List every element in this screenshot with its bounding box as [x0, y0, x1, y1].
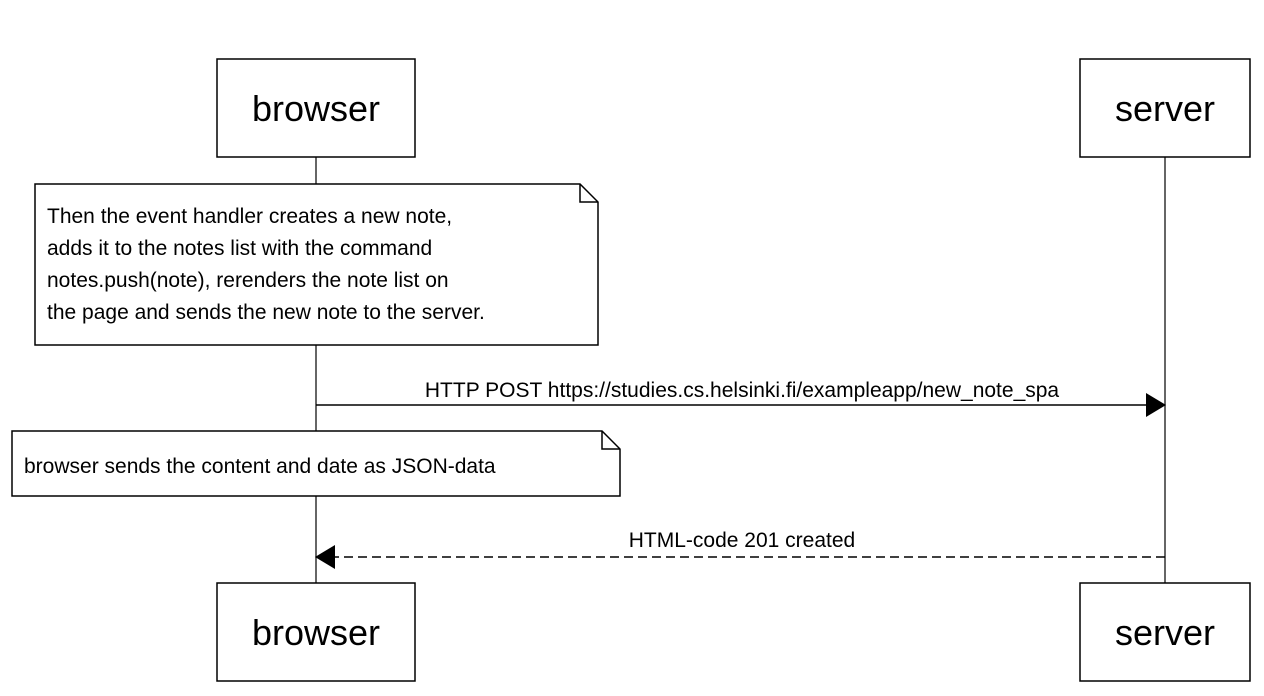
note-event-handler-line-1: Then the event handler creates a new not…: [47, 205, 452, 228]
server-participant-bottom: server: [1079, 582, 1251, 682]
message-http-post-label: HTTP POST https://studies.cs.helsinki.fi…: [425, 379, 1060, 402]
browser-participant-top-label: browser: [252, 88, 380, 129]
note-event-handler-line-4: the page and sends the new note to the s…: [47, 301, 485, 324]
note-event-handler-line-3: notes.push(note), rerenders the note lis…: [47, 269, 449, 292]
browser-participant-top: browser: [216, 58, 416, 158]
note-event-handler: Then the event handler creates a new not…: [34, 183, 599, 346]
server-participant-top: server: [1079, 58, 1251, 158]
note-json-data: browser sends the content and date as JS…: [11, 430, 621, 497]
browser-participant-bottom-label: browser: [252, 612, 380, 653]
message-http-post: HTTP POST https://studies.cs.helsinki.fi…: [316, 379, 1166, 417]
browser-participant-bottom: browser: [216, 582, 416, 682]
server-participant-bottom-label: server: [1115, 612, 1215, 653]
note-json-data-line-1: browser sends the content and date as JS…: [24, 455, 496, 478]
server-participant-top-label: server: [1115, 88, 1215, 129]
message-201-created: HTML-code 201 created: [315, 529, 1165, 569]
note-event-handler-line-2: adds it to the notes list with the comma…: [47, 237, 432, 260]
message-201-created-label: HTML-code 201 created: [629, 529, 855, 552]
